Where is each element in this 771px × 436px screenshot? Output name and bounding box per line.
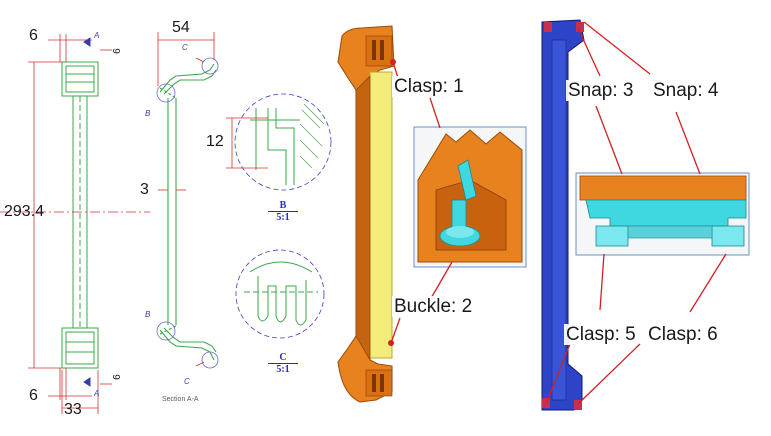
orange-zoom-inset (413, 126, 527, 268)
section-caption: Section A-A (162, 396, 199, 403)
detail-b-circle-bottom (156, 321, 176, 341)
detail-b-view (226, 93, 332, 191)
front-view (61, 61, 99, 369)
leader-lines (390, 21, 727, 405)
callout-buckle-2: Buckle: 2 (392, 296, 475, 317)
detail-c-label: C 5:1 (268, 352, 298, 375)
detail-c-scale: 5:1 (276, 364, 290, 375)
dim-height: 293.4 (4, 203, 45, 220)
detail-b-circle-top (156, 83, 176, 103)
dim-bottom-span: 33 (64, 401, 82, 418)
detail-b-scale: 5:1 (276, 212, 290, 223)
blue-zoom-inset (575, 172, 750, 256)
marker-c-top: C (182, 43, 188, 52)
dim-nine-bottom: 9 (109, 374, 121, 380)
dim-flange: 54 (172, 19, 190, 36)
section-arrows (83, 37, 91, 387)
marker-c-bottom: C (184, 377, 190, 386)
detail-b-label: B 5:1 (268, 200, 298, 223)
detail-c-letter: C (268, 352, 298, 364)
detail-b-letter: B (268, 200, 298, 212)
dim-nine-top: 9 (109, 48, 121, 54)
detail-c-circle-top (201, 57, 219, 75)
section-profile (159, 63, 217, 361)
dim-thickness: 3 (140, 181, 149, 198)
callout-snap-3: Snap: 3 (566, 80, 636, 101)
dim-bottom-width: 6 (29, 387, 38, 404)
marker-b-bottom: B (145, 310, 151, 319)
callout-clasp-1: Clasp: 1 (392, 76, 466, 97)
detail-c-view (235, 249, 325, 339)
callout-snap-4: Snap: 4 (651, 80, 721, 101)
front-view-dimensions (0, 34, 150, 414)
callout-clasp-5: Clasp: 5 (564, 324, 638, 345)
marker-a-top: A (94, 31, 100, 40)
section-dimensions (157, 32, 215, 367)
orange-part (337, 25, 396, 403)
blue-part (541, 19, 585, 411)
detail-c-circle-bottom (201, 351, 219, 369)
marker-a-bottom: A (94, 389, 100, 398)
marker-b-top: B (145, 109, 151, 118)
callout-clasp-6: Clasp: 6 (646, 324, 720, 345)
dim-top-width: 6 (29, 27, 38, 44)
dim-detail-b-height: 12 (206, 133, 224, 150)
